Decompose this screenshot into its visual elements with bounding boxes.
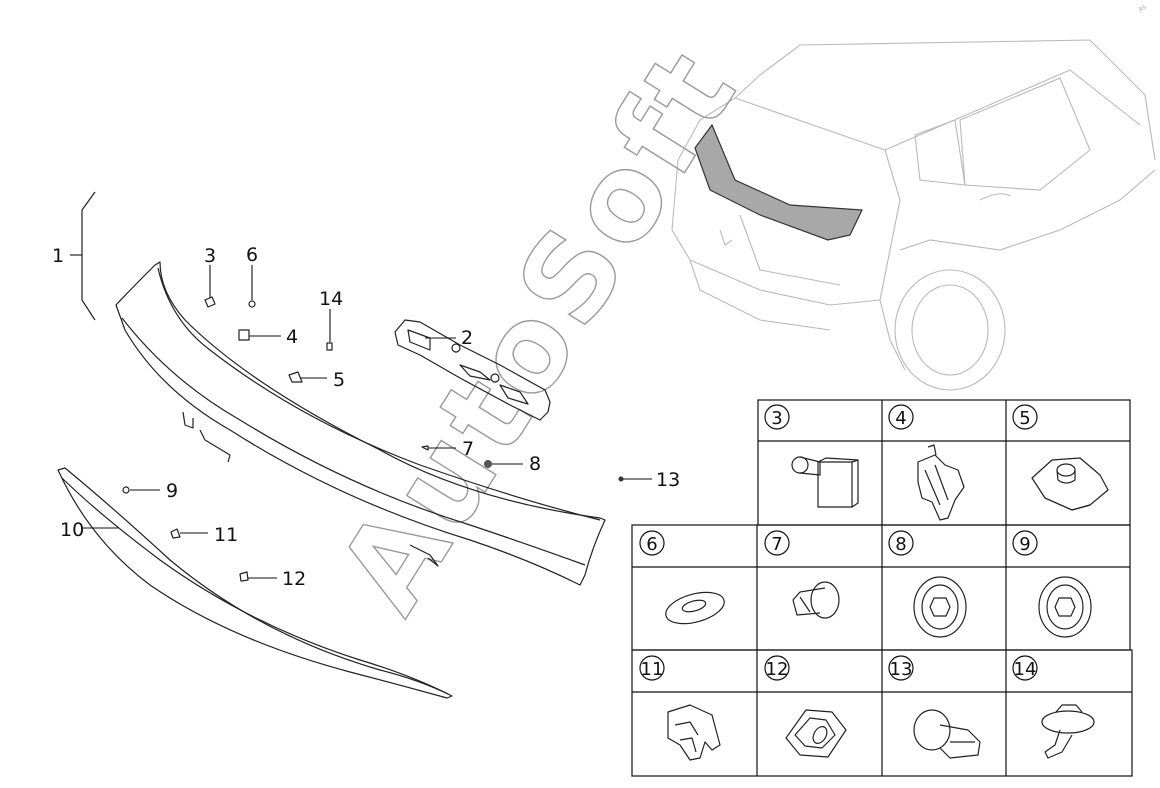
legend-num-9: 9 bbox=[1019, 534, 1030, 555]
spoiler-lower bbox=[57, 467, 453, 699]
legend-num-5: 5 bbox=[1019, 408, 1030, 429]
callout-labels: 1 2 3 4 5 6 7 8 9 10 11 12 13 14 bbox=[52, 244, 680, 590]
legend-num-12: 12 bbox=[766, 659, 789, 680]
callout-11: 11 bbox=[214, 524, 238, 546]
part-5-icon bbox=[1031, 457, 1109, 511]
legend-num-7: 7 bbox=[771, 534, 782, 555]
callout-1: 1 bbox=[52, 245, 64, 267]
part-13-icon bbox=[913, 709, 981, 759]
parts-legend-grid bbox=[631, 399, 1133, 777]
part-8-icon bbox=[913, 576, 967, 638]
spoiler-upper bbox=[115, 261, 606, 586]
leader-lines bbox=[70, 191, 652, 579]
legend-num-6: 6 bbox=[646, 534, 657, 555]
callout-10: 10 bbox=[60, 519, 84, 541]
legend-num-3: 3 bbox=[771, 408, 782, 429]
part-12-icon bbox=[785, 709, 847, 758]
corner-mark: AS bbox=[1138, 4, 1149, 14]
part-14-icon bbox=[1041, 704, 1095, 759]
legend-num-8: 8 bbox=[895, 534, 906, 555]
legend-numbers: 3 4 5 6 7 8 9 11 12 13 14 bbox=[641, 408, 1037, 680]
part-3-icon bbox=[791, 456, 859, 508]
legend-num-11: 11 bbox=[641, 659, 664, 680]
callout-8: 8 bbox=[529, 453, 541, 475]
part-7-icon bbox=[792, 581, 840, 619]
callout-9: 9 bbox=[166, 480, 178, 502]
callout-13: 13 bbox=[656, 469, 680, 491]
legend-part-drawings bbox=[665, 444, 1109, 761]
part-9-icon bbox=[1038, 576, 1092, 638]
legend-number-circles bbox=[639, 404, 1038, 681]
vehicle-outline bbox=[671, 39, 1156, 391]
callout-6: 6 bbox=[246, 244, 258, 266]
callout-12: 12 bbox=[282, 568, 306, 590]
legend-num-4: 4 bbox=[895, 408, 906, 429]
part-6-icon bbox=[665, 591, 725, 625]
callout-2: 2 bbox=[461, 327, 473, 349]
callout-7: 7 bbox=[462, 438, 474, 460]
small-fasteners bbox=[122, 296, 624, 582]
legend-num-13: 13 bbox=[890, 659, 913, 680]
part-11-icon bbox=[667, 704, 721, 761]
callout-3: 3 bbox=[204, 245, 216, 267]
watermark: AutoSoft bbox=[312, 24, 765, 635]
callout-14: 14 bbox=[319, 288, 343, 310]
part-4-icon bbox=[917, 444, 965, 521]
callout-4: 4 bbox=[286, 326, 298, 348]
callout-5: 5 bbox=[333, 369, 345, 391]
highlighted-spoiler bbox=[694, 123, 863, 241]
bracket-part bbox=[394, 319, 551, 421]
legend-num-14: 14 bbox=[1014, 659, 1037, 680]
